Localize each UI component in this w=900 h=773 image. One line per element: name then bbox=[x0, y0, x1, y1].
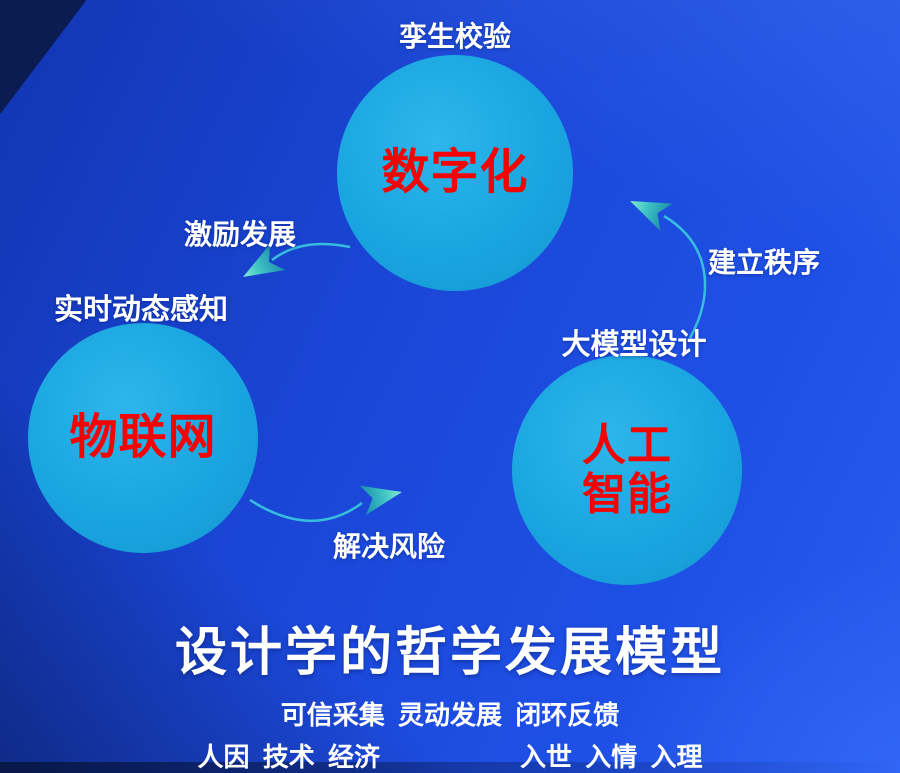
arrowhead-digitalization-to-iot-icon bbox=[243, 244, 286, 277]
diagram-title: 设计学的哲学发展模型 bbox=[174, 624, 725, 682]
diagram-subtitle-line1: 可信采集 灵动发展 闭环反馈 bbox=[280, 700, 620, 731]
edge-iot-to-ai bbox=[249, 498, 363, 522]
label-twin-verification: 孪生校验 bbox=[398, 21, 512, 52]
node-ai-label-line1: 人工 bbox=[582, 420, 672, 470]
label-realtime-dynamic-sensing: 实时动态感知 bbox=[53, 294, 229, 326]
label-resolve-risk: 解决风险 bbox=[332, 531, 446, 562]
node-ai: 人工 智能 bbox=[512, 355, 742, 585]
node-ai-label-line2: 智能 bbox=[582, 470, 672, 519]
node-digitalization-label: 数字化 bbox=[381, 146, 529, 200]
node-iot-label: 物联网 bbox=[69, 411, 217, 465]
arrowhead-ai-to-digitalization-icon bbox=[630, 201, 673, 231]
edge-ai-to-digitalization bbox=[663, 214, 707, 339]
node-digitalization: 数字化 bbox=[337, 55, 573, 291]
diagram-subtitle-line2: 人因 技术 经济 入世 入情 入理 bbox=[0, 737, 900, 773]
label-establish-order: 建立秩序 bbox=[707, 247, 821, 278]
edge-digitalization-to-iot bbox=[271, 242, 351, 261]
label-incentive-development: 激励发展 bbox=[183, 219, 297, 250]
node-iot: 物联网 bbox=[28, 323, 258, 553]
label-large-model-design: 大模型设计 bbox=[561, 329, 707, 361]
subtitle-line2-right: 入世 入情 入理 bbox=[520, 742, 703, 773]
arrowhead-iot-to-ai-icon bbox=[359, 485, 402, 515]
bottom-edge-decoration bbox=[0, 762, 900, 773]
subtitle-line2-left: 人因 技术 经济 bbox=[197, 742, 380, 773]
footer-block: 设计学的哲学发展模型 可信采集 灵动发展 闭环反馈 人因 技术 经济 入世 入情… bbox=[0, 624, 900, 773]
